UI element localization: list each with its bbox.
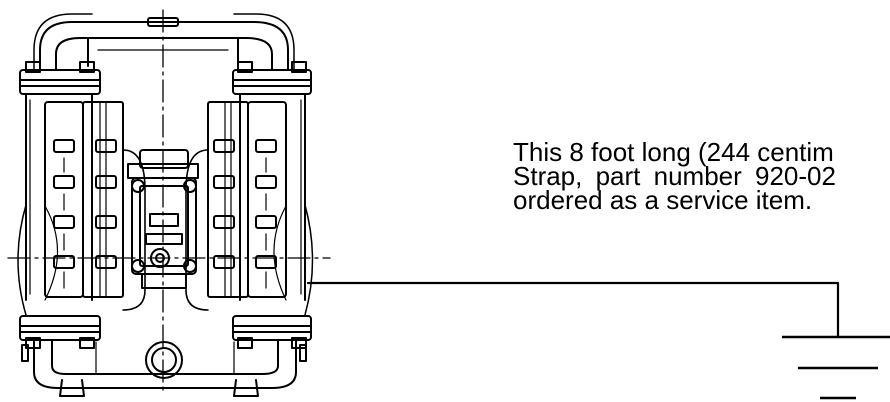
left-upper-flange: [19, 61, 101, 95]
ground-symbol: [782, 335, 890, 400]
top-manifold: [33, 13, 295, 71]
bottom-manifold: [33, 339, 297, 389]
right-upper-flange: [232, 61, 312, 95]
caption-line-3: ordered as a service item.: [513, 185, 813, 212]
grounding-strap-caption: This 8 foot long (244 centim Strap, part…: [513, 140, 890, 212]
right-outer-chamber: [239, 93, 314, 362]
left-diaphragm-housing: [44, 101, 146, 311]
center-air-valve: [127, 149, 199, 289]
right-diaphragm-housing: [185, 101, 287, 311]
discharge-port: [145, 341, 183, 379]
right-lower-flange: [232, 315, 312, 349]
left-outer-chamber: [17, 93, 93, 362]
left-lower-flange: [19, 315, 101, 349]
caption-line-1: This 8 foot long (244 centim: [513, 140, 834, 167]
grounding-strap: [306, 281, 840, 339]
mounting-feet: [59, 379, 259, 397]
caption-line-2: Strap, part number 920-02: [513, 161, 836, 191]
